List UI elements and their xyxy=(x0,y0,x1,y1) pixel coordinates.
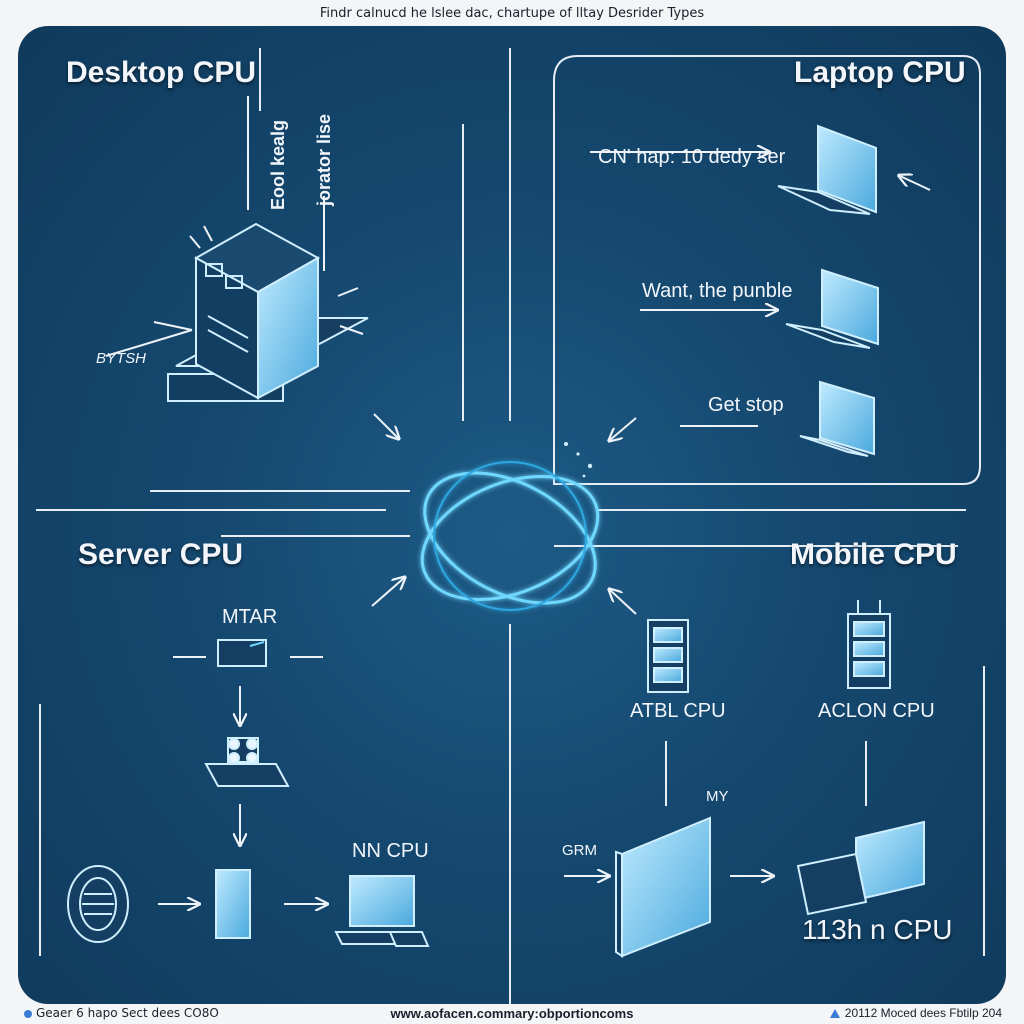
laptop-item-3: Get stop xyxy=(708,394,784,416)
server-rack-icon-1 xyxy=(647,619,689,693)
desktop-side-label: BYTSH xyxy=(96,350,147,367)
desktop-tower-icon xyxy=(167,222,369,402)
server-rack-icon-2 xyxy=(847,600,891,689)
person-icon xyxy=(24,1009,32,1018)
processor-icon xyxy=(204,737,290,787)
mobile-cpu-title: Mobile CPU xyxy=(790,538,957,571)
footer-left-text: Geaer 6 hapo Sect dees CO8O xyxy=(36,1006,219,1020)
monitor-icon xyxy=(334,875,430,947)
desktop-cpu-title: Desktop CPU xyxy=(66,56,257,89)
mobile-left-label: ATBL CPU xyxy=(630,700,726,722)
laptop-item-2: Want, the punble xyxy=(642,280,793,302)
desktop-ray-lines xyxy=(105,225,364,357)
center-orbit-icon xyxy=(420,461,600,611)
mobile-mid-label: MY xyxy=(706,788,729,805)
laptop-cpu-title: Laptop CPU xyxy=(794,56,966,89)
footer-right-text: 20112 Moced dees Fbtilp 204 xyxy=(844,1006,1002,1020)
laptop-item-1: CN' hap: 10 dedy ser xyxy=(598,146,786,168)
server-top-label: MTAR xyxy=(222,606,278,628)
footer-center: www.aofacen.commary:obportioncoms xyxy=(390,1006,634,1021)
laptop-icon-1 xyxy=(777,124,877,215)
tablet-icon xyxy=(215,869,251,939)
arrows xyxy=(158,152,931,904)
footer-left: Geaer 6 hapo Sect dees CO8O xyxy=(24,1006,219,1020)
laptop-icon-2 xyxy=(785,268,879,349)
fan-icon xyxy=(67,865,129,943)
laptop-icon-4 xyxy=(796,820,925,916)
mobile-bottom-label: 113h n CPU xyxy=(802,914,953,945)
sparkle-icon xyxy=(564,442,593,478)
laptop-icon-3 xyxy=(799,380,875,457)
server-bottom-label: NN CPU xyxy=(352,840,429,862)
mobile-right-label: ACLON CPU xyxy=(818,700,935,722)
chip-icon xyxy=(217,639,267,667)
dash-lines xyxy=(173,96,758,658)
mobile-side-label: GRM xyxy=(562,842,597,859)
logo-icon xyxy=(829,1009,840,1019)
desktop-vertical-label-2: jorator lise xyxy=(314,113,334,206)
display-panel-icon xyxy=(615,816,711,958)
desktop-vertical-label-1: Eool kealg xyxy=(268,119,288,210)
diagram-panel: Desktop CPU Eool kealg jorator lise BYTS… xyxy=(18,26,1006,1004)
footer-right: 20112 Moced dees Fbtilp 204 xyxy=(829,1006,1002,1020)
divider-lines xyxy=(36,48,985,1004)
diagram-artwork xyxy=(36,48,985,1004)
server-cpu-title: Server CPU xyxy=(78,538,244,571)
top-caption: Findr calnucd he lslee dac, chartupe of … xyxy=(319,6,705,21)
